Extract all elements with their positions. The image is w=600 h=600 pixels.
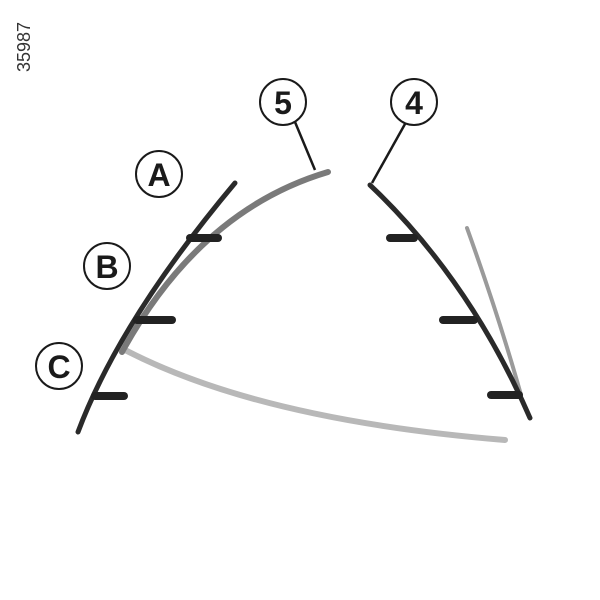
leader-line-5 [293,121,317,171]
leader-line-4 [370,123,407,184]
label-a: A [147,157,170,193]
right-light-guide-line [465,226,523,397]
callout-a: A [135,150,183,198]
reference-code: 35987 [14,22,34,72]
right-guide-line [367,182,533,421]
label-c: C [47,349,70,385]
guide-curve-5 [119,169,331,355]
callout-b: B [83,242,131,290]
label-5: 5 [274,85,292,121]
label-b: B [95,249,118,285]
callout-4: 4 [390,78,438,126]
callout-5: 5 [259,78,307,126]
callout-c: C [35,342,83,390]
lower-guide-curve [122,347,508,443]
label-4: 4 [405,85,423,121]
left-guide-line [75,180,238,435]
